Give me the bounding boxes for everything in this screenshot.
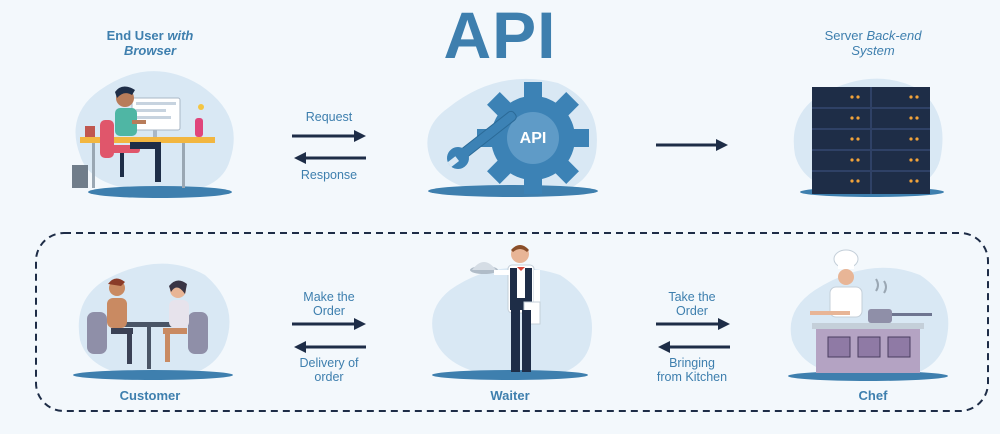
api-gear-illustration — [427, 78, 598, 197]
customer-illustration — [73, 263, 233, 380]
delivery-line1: Delivery of — [299, 356, 359, 370]
user-at-computer-illustration — [72, 71, 234, 198]
make-order-arrow — [292, 318, 366, 330]
make-order-line2: Order — [313, 304, 345, 318]
bringing-arrow — [658, 341, 730, 353]
end-user-label: End User with Browser — [90, 28, 210, 58]
delivery-line2: order — [314, 370, 344, 384]
server-illustration — [793, 78, 944, 197]
end-user-line2: Browser — [123, 43, 177, 58]
bringing-label: Bringing from Kitchen — [644, 356, 740, 384]
waiter-label: Waiter — [490, 388, 530, 403]
waiter-illustration — [432, 245, 592, 380]
delivery-arrow — [294, 341, 366, 353]
gear-api-label: API — [519, 130, 547, 147]
restaurant-analogy-frame — [35, 232, 989, 412]
chef-illustration — [788, 249, 949, 381]
make-order-line1: Make the — [303, 290, 355, 304]
end-user-italic: with — [167, 28, 194, 43]
server-line2: System — [851, 43, 895, 58]
request-arrow — [292, 130, 366, 142]
delivery-label: Delivery of order — [288, 356, 370, 384]
chef-label: Chef — [858, 388, 888, 403]
bringing-line2: from Kitchen — [656, 370, 728, 384]
take-order-line1: Take the — [668, 290, 716, 304]
customer-label: Customer — [119, 388, 181, 403]
server-label: Server Back-end System — [808, 28, 938, 58]
end-user-line1: End User — [106, 28, 164, 43]
make-order-label: Make the Order — [288, 290, 370, 318]
server-line1: Server — [824, 28, 863, 43]
server-arrow — [656, 139, 728, 151]
response-arrow — [294, 152, 366, 164]
bringing-line1: Bringing — [669, 356, 715, 370]
take-order-line2: Order — [676, 304, 708, 318]
take-order-arrow — [656, 318, 730, 330]
page-title: API — [443, 0, 557, 72]
server-italic: Back-end — [866, 28, 922, 43]
take-order-label: Take the Order — [650, 290, 734, 318]
response-label: Response — [300, 168, 358, 182]
request-label: Request — [305, 110, 353, 124]
